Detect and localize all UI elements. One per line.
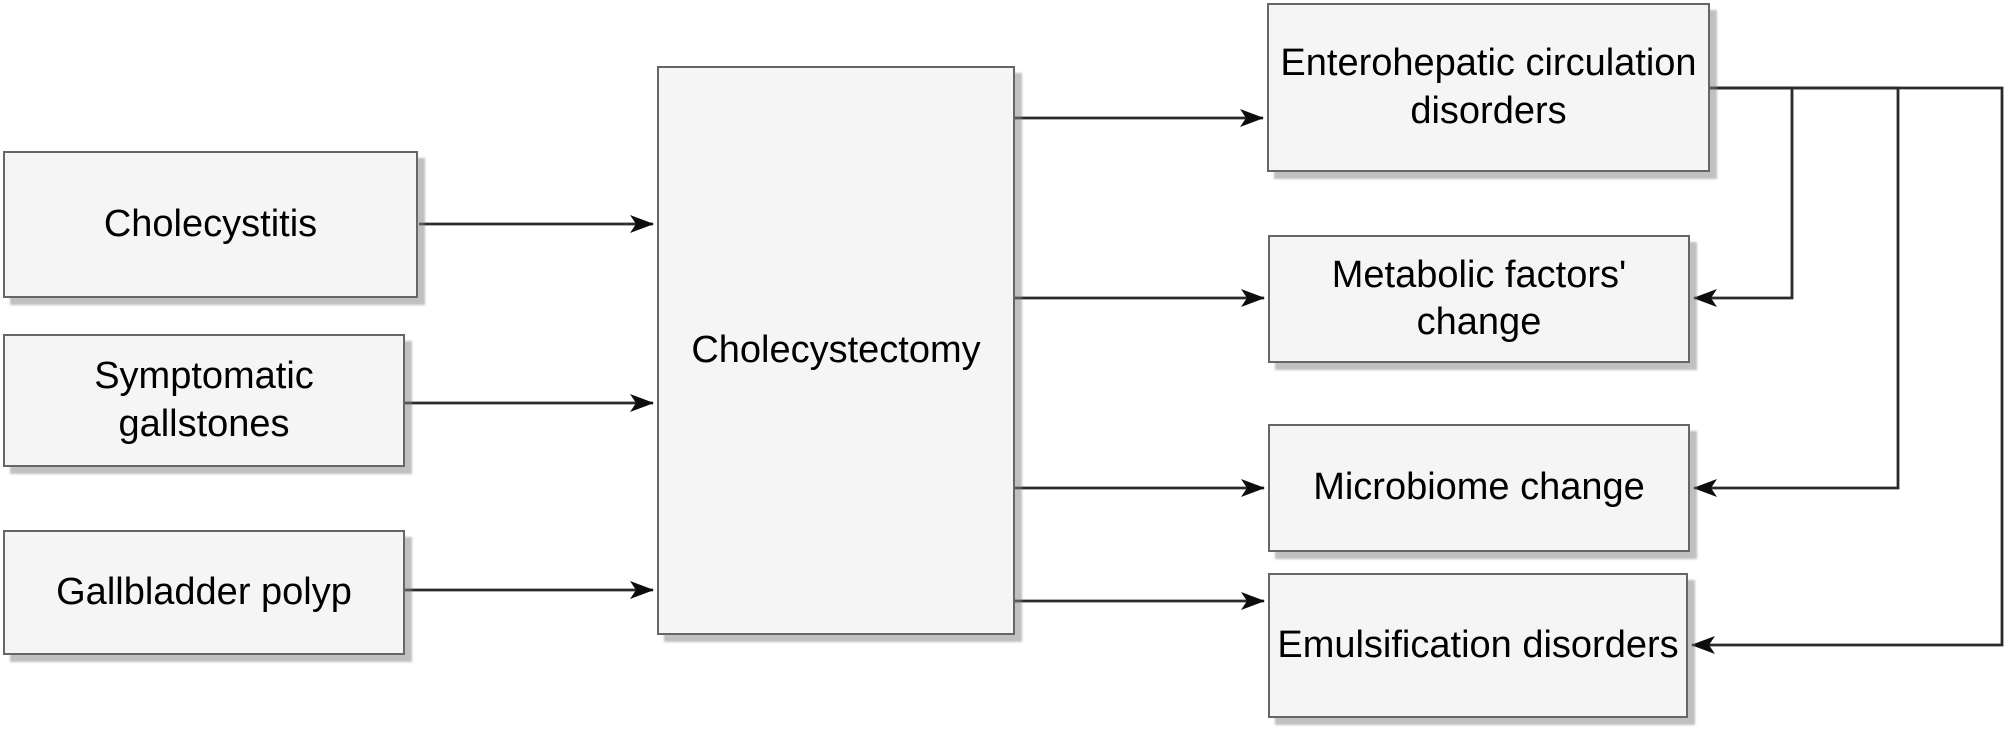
node-emulsification-disorders-label: Emulsification disorders [1277, 623, 1679, 666]
edge-enterohepatic-to-emulsification [1691, 86, 2004, 654]
node-cholecystitis: Cholecystitis [3, 151, 418, 298]
node-enterohepatic-circulation-disorders: Enterohepatic circulation disorders [1267, 3, 1710, 172]
node-cholecystectomy: Cholecystectomy [657, 66, 1015, 635]
node-cholecystitis-label: Cholecystitis [103, 202, 318, 245]
node-cholecystectomy-label: Cholecystectomy [691, 328, 981, 371]
node-gallbladder-polyp: Gallbladder polyp [3, 530, 405, 655]
node-metabolic-factors-change-label: Metabolic factors' change [1331, 253, 1627, 344]
node-metabolic-factors-change: Metabolic factors' change [1268, 235, 1690, 363]
node-emulsification-disorders: Emulsification disorders [1268, 573, 1688, 718]
node-gallbladder-polyp-label: Gallbladder polyp [56, 570, 352, 613]
node-symptomatic-gallstones-label: Symptomatic gallstones [94, 355, 314, 445]
node-microbiome-change: Microbiome change [1268, 424, 1690, 552]
node-enterohepatic-circulation-disorders-label: Enterohepatic circulation disorders [1280, 42, 1697, 132]
edge-enterohepatic-to-microbiome [1693, 86, 1900, 497]
node-microbiome-change-label: Microbiome change [1313, 466, 1645, 509]
node-symptomatic-gallstones: Symptomatic gallstones [3, 334, 405, 467]
